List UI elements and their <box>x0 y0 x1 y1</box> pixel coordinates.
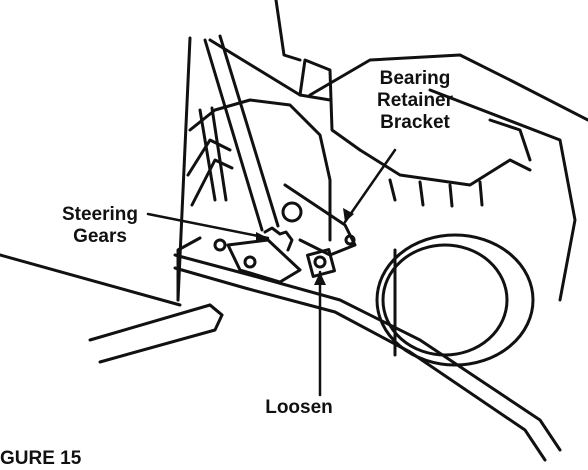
wrench-tool <box>88 303 224 364</box>
steering-shaft <box>203 34 280 232</box>
loosen-nut <box>306 248 336 278</box>
label-line: Steering <box>61 204 139 225</box>
figure-caption: GURE 15 <box>0 448 82 469</box>
deck-line <box>0 253 182 307</box>
label-line: Retainer <box>376 90 454 111</box>
label-line: Gears <box>73 226 127 247</box>
label-steering-gears: Steering Gears <box>40 204 160 248</box>
linkage-rods <box>186 106 234 207</box>
engine-housing <box>308 53 588 302</box>
label-line: Bracket <box>380 112 450 133</box>
drag-link <box>173 253 562 462</box>
steering-gears <box>213 226 302 284</box>
label-bearing-retainer-bracket: Bearing Retainer Bracket <box>350 68 480 134</box>
arrowhead-bearing <box>343 208 354 222</box>
bearing-retainer-bracket <box>281 183 357 257</box>
label-line: Loosen <box>265 397 333 418</box>
arrowhead-loosen <box>314 272 326 285</box>
leader-bearing <box>343 148 397 224</box>
arrowhead-steering <box>256 232 268 243</box>
label-line: Bearing <box>379 68 451 89</box>
leader-steering <box>146 212 270 240</box>
label-loosen: Loosen <box>244 397 354 419</box>
